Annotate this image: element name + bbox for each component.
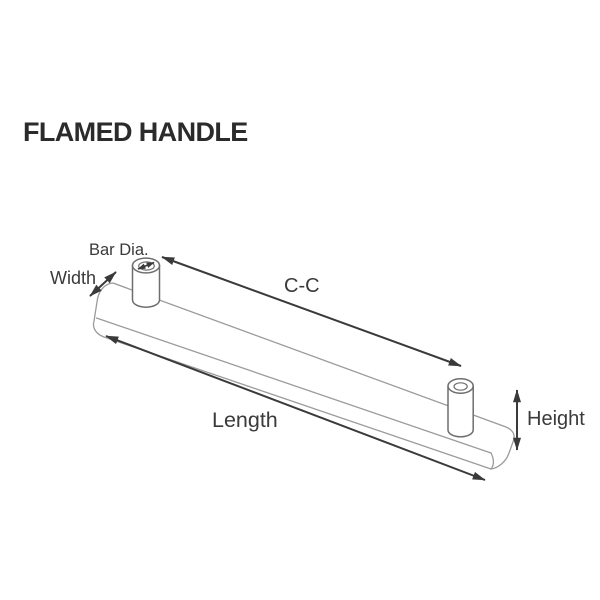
left-post-body: [131, 265, 161, 308]
center-to-center-label: C-C: [284, 275, 320, 297]
handle-bar-outline: [92, 282, 515, 470]
right-post: [447, 378, 474, 438]
right-post-top-rim: [447, 378, 474, 394]
width-label: Width: [50, 268, 96, 288]
length-label: Length: [212, 408, 278, 432]
page-title: FLAMED HANDLE: [23, 117, 248, 147]
dimension-arrows: [89, 256, 521, 481]
handle-bar: [92, 282, 515, 470]
length-arrow: [105, 335, 486, 481]
height-label: Height: [527, 408, 585, 430]
width-arrow: [89, 271, 117, 297]
bar-dia-arrow: [137, 261, 155, 270]
handle-bar-end-cap-edge: [490, 452, 495, 470]
bar-dia-label: Bar Dia.: [89, 241, 149, 259]
handle-bar-front-top-edge: [95, 317, 492, 454]
